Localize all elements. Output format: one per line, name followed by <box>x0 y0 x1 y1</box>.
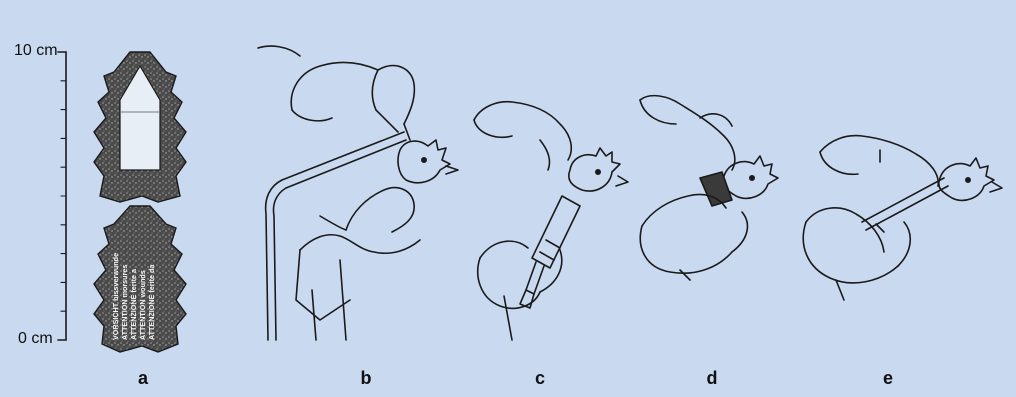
panel-label-a: a <box>133 368 153 389</box>
illustration-b <box>258 46 458 340</box>
pad-warning-line-5: ATTENZIONE ferite da <box>147 264 156 340</box>
pad-warning-line-2: ATTENTION morsures <box>120 265 129 340</box>
panel-label-d: d <box>702 368 722 389</box>
bait-sachet-back: VORSICHT bissverwunde ATTENTION morsures… <box>94 206 186 352</box>
illustration-e <box>803 136 1002 300</box>
panel-label-c: c <box>530 368 550 389</box>
illustration-c <box>474 102 628 340</box>
illustration-d <box>640 96 778 280</box>
bait-sachet-front <box>94 52 186 202</box>
scale-bar <box>58 52 66 340</box>
scale-top-label: 10 cm <box>14 42 58 60</box>
pad-warning-line-4: ATTENTION wounds <box>138 270 147 340</box>
pad-warning-line-3: ATTENZIONE ferite a <box>129 268 138 340</box>
panel-label-b: b <box>356 368 376 389</box>
panel-label-e: e <box>878 368 898 389</box>
pad-warning-line-1: VORSICHT bissverwunde <box>111 253 120 340</box>
scale-bottom-label: 0 cm <box>18 330 53 348</box>
